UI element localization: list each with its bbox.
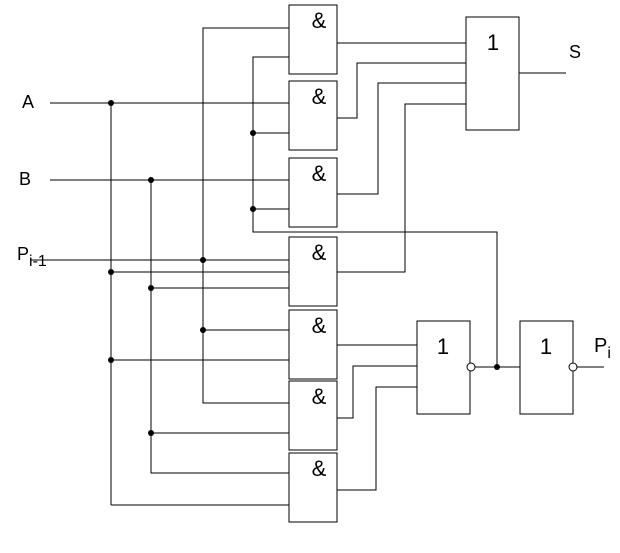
and-gate-5-symbol: &: [312, 313, 327, 338]
and-gate-6: &: [288, 380, 338, 451]
junction-pi1-g5: [200, 327, 206, 333]
input-label-pi1-sub: i-1: [29, 253, 47, 270]
and-gate-3: &: [288, 157, 338, 228]
and-gate-1: &: [288, 4, 338, 75]
and-gate-2: &: [288, 80, 338, 151]
junction-carry-g2: [250, 130, 256, 136]
output-label-s: S: [569, 42, 581, 62]
junction-a-g5: [108, 357, 114, 363]
bus-pi1: [202, 27, 289, 404]
nor-gate-carry-symbol: 1: [437, 334, 449, 359]
and-gate-7-symbol: &: [312, 456, 327, 481]
wire-g7-out: [337, 386, 417, 491]
nor-gate-inverter-bubble: [466, 362, 476, 372]
junction-pi1-bus: [200, 257, 206, 263]
and-gate-5: &: [288, 309, 338, 380]
output-label-pi-main: P: [594, 335, 607, 357]
and-gate-4-symbol: &: [312, 240, 327, 265]
and-gate-7: &: [288, 452, 338, 523]
wire-g2-out: [337, 62, 466, 119]
wire-g3-out: [337, 82, 466, 195]
output-label-pi-sub: i: [607, 345, 611, 362]
junction-nor-out: [494, 364, 500, 370]
wire-g4-out: [337, 103, 466, 273]
and-gate-1-symbol: &: [312, 8, 327, 33]
and-gate-3-symbol: &: [312, 161, 327, 186]
not-gate-carry-symbol: 1: [540, 334, 552, 359]
not-gate-carry: 1: [519, 320, 578, 415]
or-gate-sum: 1: [465, 16, 520, 131]
junction-a-bus: [108, 100, 114, 106]
input-label-a: A: [22, 92, 34, 112]
nor-gate-carry: 1: [416, 320, 476, 415]
input-label-b: B: [19, 169, 31, 189]
junction-b-g4: [148, 285, 154, 291]
junction-b-g6: [148, 430, 154, 436]
junction-a-g4: [108, 269, 114, 275]
input-label-pi1: Pi-1: [17, 244, 47, 270]
and-gate-4: &: [288, 236, 338, 307]
wire-g7-b: [150, 433, 289, 474]
wire-g6-out: [337, 365, 417, 419]
not-gate-inverter-bubble: [568, 362, 578, 372]
bus-carry-not: [252, 56, 498, 367]
or-gate-sum-symbol: 1: [487, 30, 499, 55]
and-gate-6-symbol: &: [312, 384, 327, 409]
input-label-pi1-main: P: [17, 244, 29, 264]
and-gate-2-symbol: &: [312, 84, 327, 109]
junction-b-bus: [148, 177, 154, 183]
output-label-pi: Pi: [594, 335, 611, 362]
junction-carry-g3: [250, 206, 256, 212]
